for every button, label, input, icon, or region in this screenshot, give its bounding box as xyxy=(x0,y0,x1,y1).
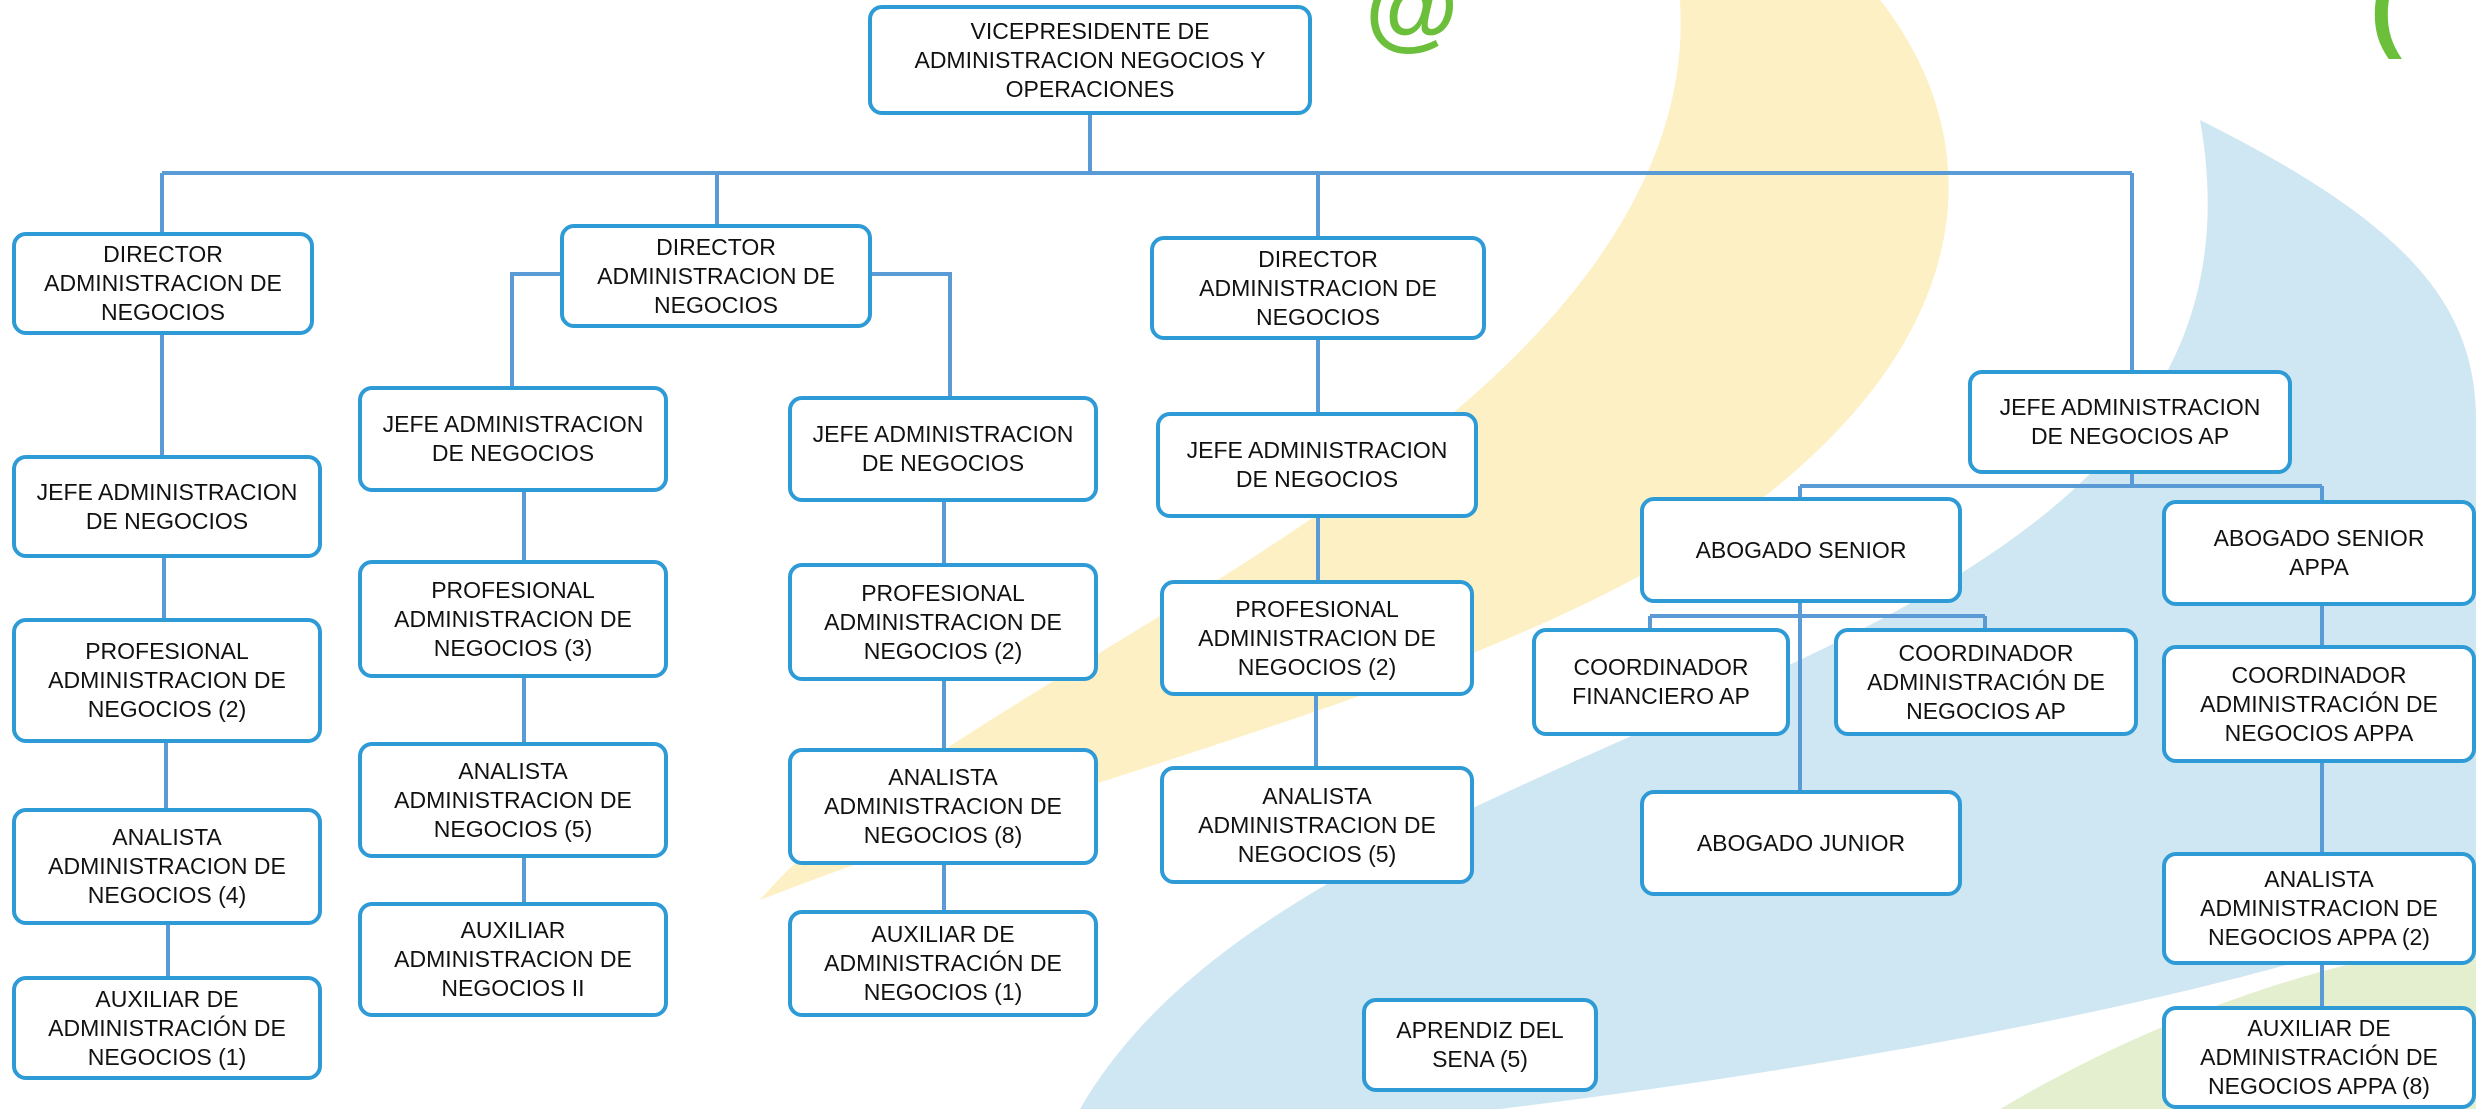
box-col2-auxiliar-a: AUXILIAR ADMINISTRACION DE NEGOCIOS II xyxy=(358,902,668,1017)
box-col4-coordinador-financiero: COORDINADOR FINANCIERO AP xyxy=(1532,628,1790,736)
box-col4-abogado-senior-appa: ABOGADO SENIOR APPA xyxy=(2162,500,2476,606)
box-col4-analista-appa: ANALISTA ADMINISTRACION DE NEGOCIOS APPA… xyxy=(2162,852,2476,965)
box-col2-analista-b: ANALISTA ADMINISTRACION DE NEGOCIOS (8) xyxy=(788,748,1098,865)
box-col3-profesional: PROFESIONAL ADMINISTRACION DE NEGOCIOS (… xyxy=(1160,580,1474,696)
box-col3-aprendiz: APRENDIZ DEL SENA (5) xyxy=(1362,998,1598,1092)
box-col4-abogado-junior: ABOGADO JUNIOR xyxy=(1640,790,1962,896)
box-vicepresidente: VICEPRESIDENTE DE ADMINISTRACION NEGOCIO… xyxy=(868,5,1312,115)
box-col2-jefe-b: JEFE ADMINISTRACION DE NEGOCIOS xyxy=(788,396,1098,502)
box-col2-profesional-b: PROFESIONAL ADMINISTRACION DE NEGOCIOS (… xyxy=(788,563,1098,681)
box-col1-director: DIRECTOR ADMINISTRACION DE NEGOCIOS xyxy=(12,232,314,335)
box-col1-jefe: JEFE ADMINISTRACION DE NEGOCIOS xyxy=(12,455,322,558)
box-col3-analista: ANALISTA ADMINISTRACION DE NEGOCIOS (5) xyxy=(1160,766,1474,884)
box-col2-profesional-a: PROFESIONAL ADMINISTRACION DE NEGOCIOS (… xyxy=(358,560,668,678)
title-fragment-left: @ xyxy=(1365,0,1459,60)
box-col1-profesional: PROFESIONAL ADMINISTRACION DE NEGOCIOS (… xyxy=(12,618,322,743)
box-col1-analista: ANALISTA ADMINISTRACION DE NEGOCIOS (4) xyxy=(12,808,322,925)
box-col4-abogado-senior: ABOGADO SENIOR xyxy=(1640,497,1962,603)
box-col2-jefe-a: JEFE ADMINISTRACION DE NEGOCIOS xyxy=(358,386,668,492)
box-col1-auxiliar: AUXILIAR DE ADMINISTRACIÓN DE NEGOCIOS (… xyxy=(12,976,322,1080)
box-col4-coordinador-administracion: COORDINADOR ADMINISTRACIÓN DE NEGOCIOS A… xyxy=(1834,628,2138,736)
box-col2-analista-a: ANALISTA ADMINISTRACION DE NEGOCIOS (5) xyxy=(358,742,668,858)
yellow-swoosh xyxy=(760,0,1949,900)
box-col4-coordinador-appa: COORDINADOR ADMINISTRACIÓN DE NEGOCIOS A… xyxy=(2162,645,2476,763)
box-col2-auxiliar-b: AUXILIAR DE ADMINISTRACIÓN DE NEGOCIOS (… xyxy=(788,910,1098,1017)
box-col2-director: DIRECTOR ADMINISTRACION DE NEGOCIOS xyxy=(560,224,872,328)
box-col3-director: DIRECTOR ADMINISTRACION DE NEGOCIOS xyxy=(1150,236,1486,340)
box-col4-auxiliar-appa: AUXILIAR DE ADMINISTRACIÓN DE NEGOCIOS A… xyxy=(2162,1006,2476,1109)
box-col4-jefe: JEFE ADMINISTRACION DE NEGOCIOS AP xyxy=(1968,370,2292,474)
title-fragment-right: ( xyxy=(2370,0,2402,60)
box-col3-jefe: JEFE ADMINISTRACION DE NEGOCIOS xyxy=(1156,412,1478,518)
